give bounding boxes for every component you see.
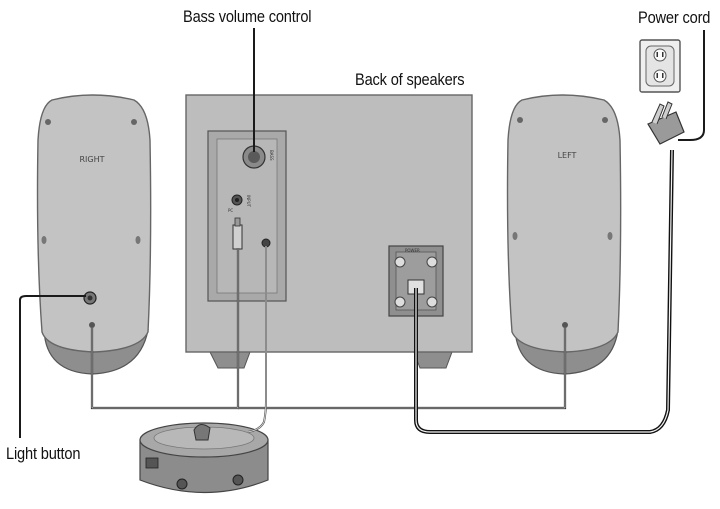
- right-speaker-body: [36, 94, 152, 353]
- control-pod-cable: [247, 246, 267, 433]
- small-jack-icon: [261, 238, 271, 248]
- power-cord-label: Power cord: [638, 8, 711, 27]
- subwoofer-foot-right: [413, 351, 453, 369]
- callout-lines: [19, 28, 705, 438]
- svg-text:INPUT: INPUT: [246, 195, 251, 208]
- svg-text:PC: PC: [228, 208, 233, 213]
- subwoofer-foot-left: [209, 351, 251, 369]
- speaker-cables: [90, 248, 567, 410]
- right-speaker-label: RIGHT: [79, 155, 104, 164]
- left-speaker-body: [506, 94, 622, 353]
- control-pod: [139, 422, 269, 494]
- right-speaker: RIGHT: [36, 94, 152, 375]
- back-of-speakers-label: Back of speakers: [355, 70, 465, 89]
- bass-volume-control-label: Bass volume control: [183, 7, 312, 26]
- light-button-icon[interactable]: [83, 291, 97, 305]
- subwoofer: BASS INPUT PC POWER: [185, 94, 473, 369]
- wall-outlet-icon: [639, 39, 681, 93]
- bass-knob-icon: BASS: [242, 145, 274, 169]
- power-cord-cable: [414, 149, 674, 434]
- left-speaker-label: LEFT: [558, 151, 577, 160]
- audio-jack-icon: INPUT: [231, 194, 251, 208]
- svg-text:POWER: POWER: [405, 248, 420, 253]
- light-callout-line: [19, 295, 86, 438]
- power-plug-icon: [647, 101, 685, 145]
- power-callout-line: [678, 30, 705, 141]
- light-button-label: Light button: [6, 444, 81, 463]
- svg-text:BASS: BASS: [269, 150, 274, 161]
- left-speaker: LEFT: [506, 94, 622, 375]
